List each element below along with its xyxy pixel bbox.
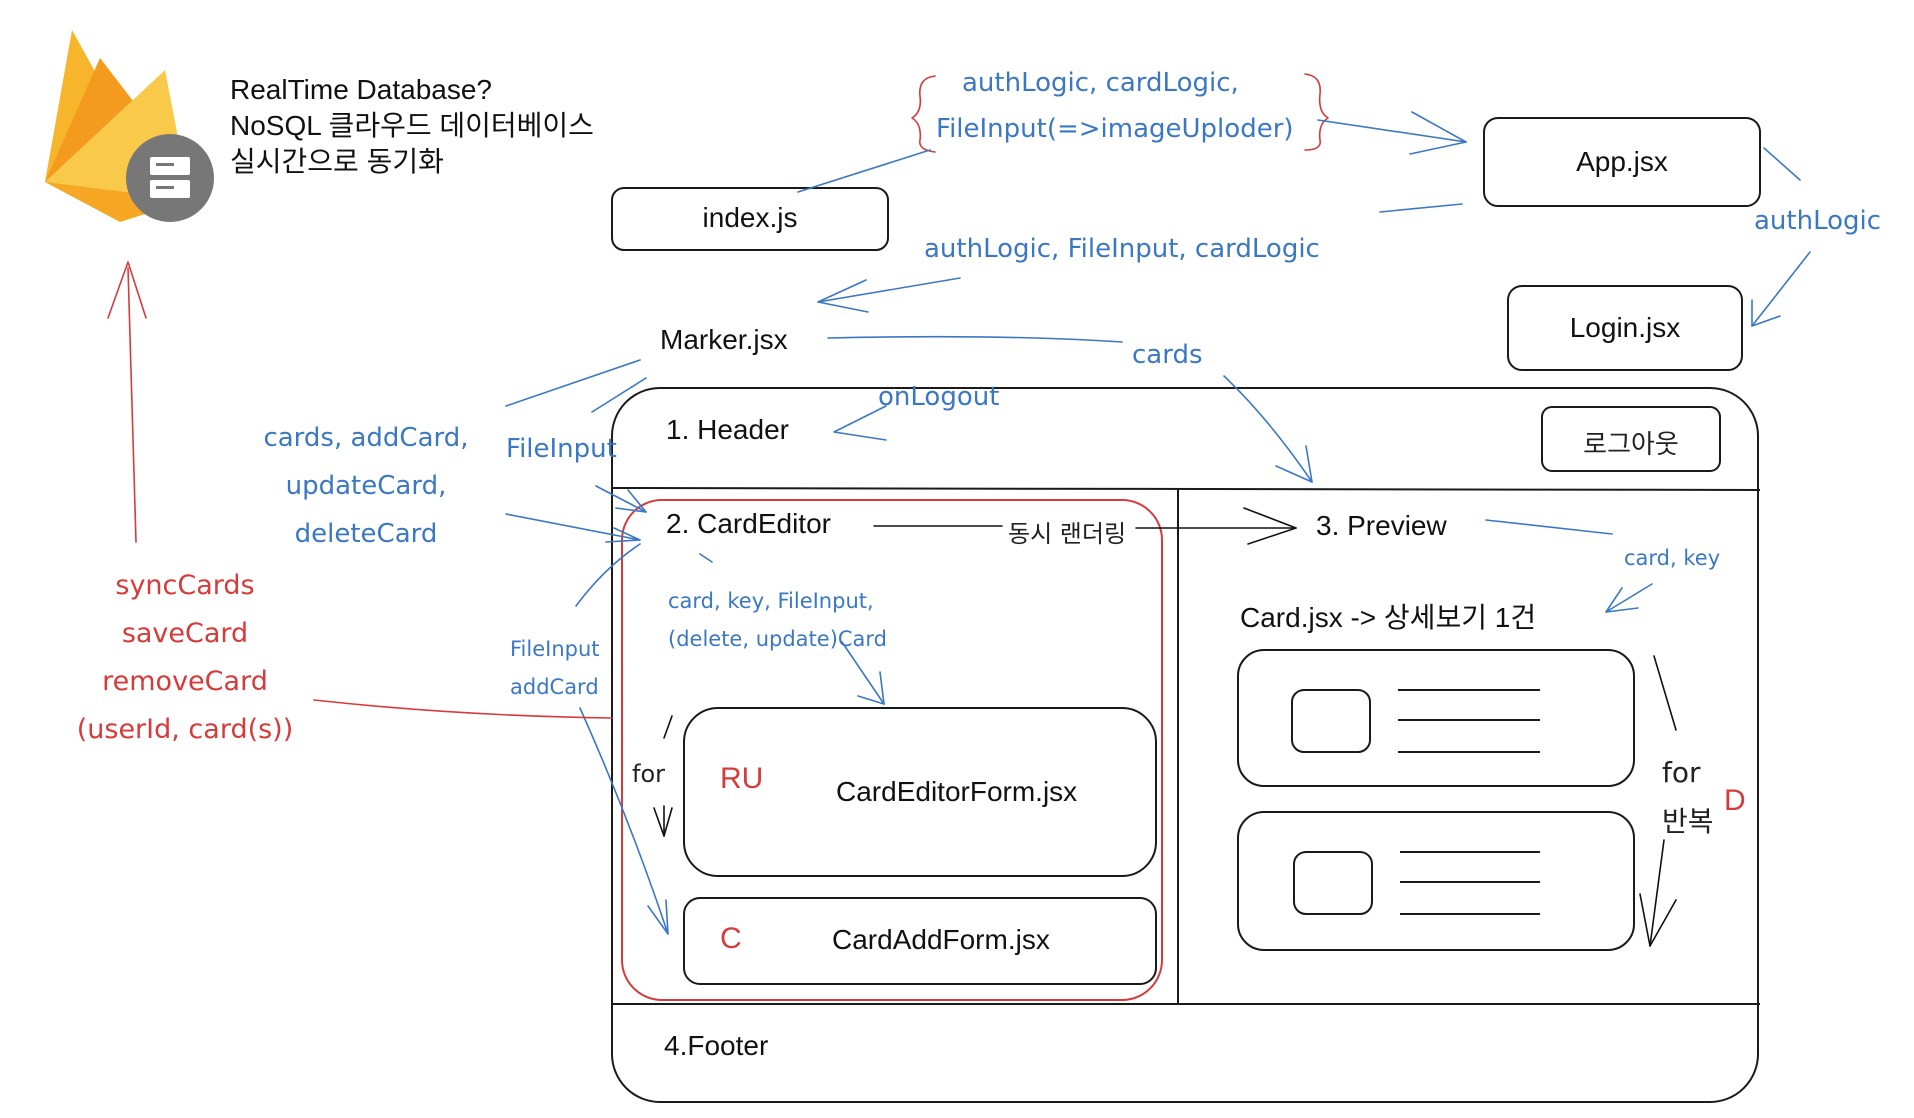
editor-loop-for: for	[632, 760, 665, 788]
arrow-index-to-app	[797, 111, 1467, 193]
arrow-app-to-login	[1751, 147, 1811, 327]
firebase-desc-line-3: 실시간으로 동기화	[230, 146, 444, 177]
firebase-call-sync: syncCards	[115, 570, 255, 601]
firebase-call-save: saveCard	[121, 618, 249, 649]
arrow-marker-to-preview	[827, 335, 1313, 483]
props-marker-to-editor-line3: deleteCard	[294, 519, 438, 549]
crud-delete: D	[1724, 784, 1746, 817]
section-header-label: 1. Header	[666, 414, 789, 445]
props-editor-to-form-line2: (delete, update)Card	[668, 627, 888, 651]
card-jsx-label: Card.jsx -> 상세보기 1건	[1240, 602, 1537, 633]
props-editor-to-form: card, key, FileInput, (delete, update)Ca…	[668, 582, 887, 658]
props-marker-file-input: FileInput	[506, 434, 617, 464]
crud-read-update: RU	[720, 762, 764, 795]
marker-jsx-label: Marker.jsx	[660, 324, 788, 355]
app-jsx-label: App.jsx	[1576, 146, 1668, 177]
preview-card-2	[1237, 811, 1635, 951]
firebase-desc-line-1: RealTime Database?	[230, 74, 492, 105]
section-preview-label: 3. Preview	[1316, 510, 1447, 541]
props-index-to-app-line2: FileInput(=>imageUploder)	[936, 114, 1294, 144]
firebase-description: RealTime Database? NoSQL 클라우드 데이터베이스 실시간…	[230, 72, 594, 180]
card-add-form-box	[683, 897, 1157, 985]
card-editor-frame	[621, 499, 1163, 1001]
login-jsx-box	[1507, 285, 1743, 371]
line-editor-to-firebase-calls	[313, 699, 613, 719]
props-brace-right	[1304, 73, 1329, 151]
section-editor-label: 2. CardEditor	[666, 508, 831, 539]
login-jsx-label: Login.jsx	[1569, 312, 1681, 343]
arrow-marker-to-editor	[505, 359, 647, 543]
card-add-form-label: CardAddForm.jsx	[832, 924, 1050, 955]
props-app-to-login: authLogic	[1754, 206, 1882, 236]
props-editor-to-add-line2: addCard	[510, 675, 599, 699]
props-header-back: onLogout	[878, 382, 1000, 412]
arrow-editor-to-preview	[873, 507, 1297, 545]
preview-card-1	[1237, 649, 1635, 787]
sync-render-note: 동시 랜더링	[1004, 514, 1131, 549]
arrow-editor-to-add	[575, 543, 669, 935]
props-editor-to-add-line1: FileInput	[510, 637, 600, 661]
props-brace-left	[911, 75, 936, 153]
index-js-box	[611, 187, 889, 251]
index-js-label: index.js	[702, 202, 798, 233]
preview-loop-for: for	[1662, 756, 1701, 789]
firebase-calls: syncCards saveCard removeCard (userId, c…	[40, 562, 330, 754]
crud-create: C	[720, 922, 742, 955]
props-index-to-app-line1: authLogic, cardLogic,	[962, 68, 1239, 98]
arrow-preview-to-card	[1485, 519, 1653, 613]
props-marker-to-editor-line1: cards, addCard,	[263, 423, 469, 453]
arrow-to-firebase	[107, 261, 147, 543]
section-footer-label: 4.Footer	[664, 1030, 769, 1061]
firebase-desc-line-2: NoSQL 클라우드 데이터베이스	[230, 110, 594, 141]
props-marker-to-preview: cards	[1132, 340, 1203, 370]
arrow-header-back	[833, 405, 887, 441]
database-server-icon	[126, 134, 214, 222]
logout-button-frame	[1541, 406, 1721, 472]
arrow-for-editor-loop	[653, 715, 673, 837]
card-editor-form-box	[683, 707, 1157, 877]
props-app-to-marker: authLogic, FileInput, cardLogic	[924, 234, 1320, 264]
props-marker-to-editor: cards, addCard, updateCard, deleteCard	[236, 414, 496, 558]
firebase-call-args: (userId, card(s))	[76, 714, 294, 745]
props-marker-to-editor-line2: updateCard,	[285, 471, 447, 501]
preview-loop-repeat: 반복	[1662, 805, 1714, 838]
props-editor-to-form-line1: card, key, FileInput,	[668, 589, 874, 613]
arrow-for-preview-loop	[1639, 655, 1677, 947]
logout-button[interactable]: 로그아웃	[1583, 430, 1679, 460]
arrow-editor-to-form	[699, 553, 885, 705]
firebase-call-remove: removeCard	[102, 666, 268, 697]
header-divider	[611, 487, 1761, 491]
props-editor-to-add: FileInput addCard	[510, 630, 600, 706]
marker-container	[611, 387, 1759, 1103]
card-editor-form-label: CardEditorForm.jsx	[836, 776, 1078, 807]
props-preview-to-card: card, key	[1624, 546, 1721, 570]
arrow-app-to-marker	[817, 203, 1463, 313]
app-jsx-box	[1483, 117, 1761, 207]
